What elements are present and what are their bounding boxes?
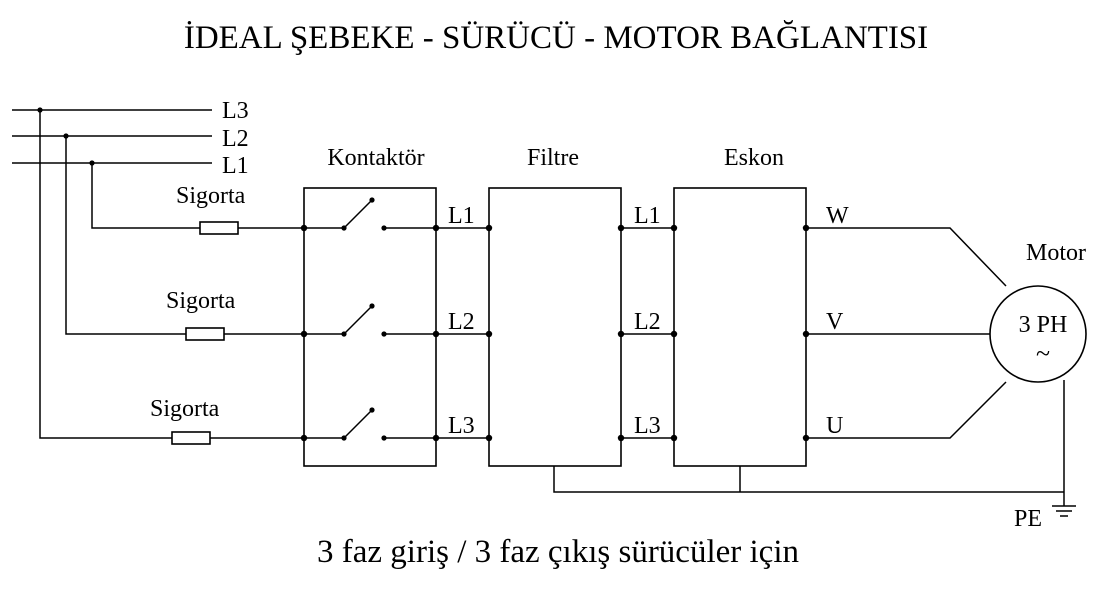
diagram-title: İDEAL ŞEBEKE - SÜRÜCÜ - MOTOR BAĞLANTISI bbox=[184, 19, 928, 56]
fuses: Sigorta Sigorta Sigorta bbox=[150, 183, 304, 445]
drive-block: Eskon bbox=[670, 145, 810, 467]
fuse-1 bbox=[199, 221, 239, 235]
phase-drops bbox=[39, 110, 200, 439]
fuse-label-3: Sigorta bbox=[150, 396, 220, 422]
diagram-subtitle: 3 faz giriş / 3 faz çıkış sürücüler için bbox=[317, 534, 799, 570]
drive-in-terminal-l3: L3 bbox=[634, 413, 661, 439]
filter-terminal-l2: L2 bbox=[448, 309, 475, 335]
drive-label: Eskon bbox=[724, 145, 784, 171]
drive-in-terminal-l2: L2 bbox=[634, 309, 661, 335]
supply-bus: L3 L2 L1 bbox=[12, 98, 249, 179]
supply-label-l1: L1 bbox=[222, 153, 249, 179]
fuse-2 bbox=[185, 327, 225, 341]
drive-out-terminal-v: V bbox=[826, 309, 844, 335]
filter-block: Filtre bbox=[485, 145, 625, 467]
fuse-label-1: Sigorta bbox=[176, 183, 246, 209]
contactor-label: Kontaktör bbox=[327, 145, 424, 171]
contactor-filter-wires: L1 L2 L3 bbox=[436, 203, 489, 439]
motor: Motor 3 PH ~ bbox=[989, 240, 1087, 383]
drive-in-terminal-l1: L1 bbox=[634, 203, 661, 229]
motor-label: Motor bbox=[1026, 240, 1086, 266]
drive-motor-wires: W V U bbox=[806, 203, 1007, 439]
supply-label-l3: L3 bbox=[222, 98, 249, 124]
fuse-3 bbox=[171, 431, 211, 445]
fuse-label-2: Sigorta bbox=[166, 288, 236, 314]
filter-terminal-l3: L3 bbox=[448, 413, 475, 439]
drive-out-terminal-w: W bbox=[826, 203, 849, 229]
motor-type: 3 PH bbox=[1019, 312, 1068, 338]
filter-label: Filtre bbox=[527, 145, 579, 171]
motor-ac-symbol: ~ bbox=[1036, 339, 1050, 368]
ground-label: PE bbox=[1014, 506, 1042, 532]
supply-label-l2: L2 bbox=[222, 126, 249, 152]
filter-terminal-l1: L1 bbox=[448, 203, 475, 229]
drive-out-terminal-u: U bbox=[826, 413, 843, 439]
contactor-block: Kontaktör bbox=[300, 145, 440, 467]
ground-connection: PE bbox=[553, 380, 1076, 532]
filter-drive-wires: L1 L2 L3 bbox=[621, 203, 674, 439]
